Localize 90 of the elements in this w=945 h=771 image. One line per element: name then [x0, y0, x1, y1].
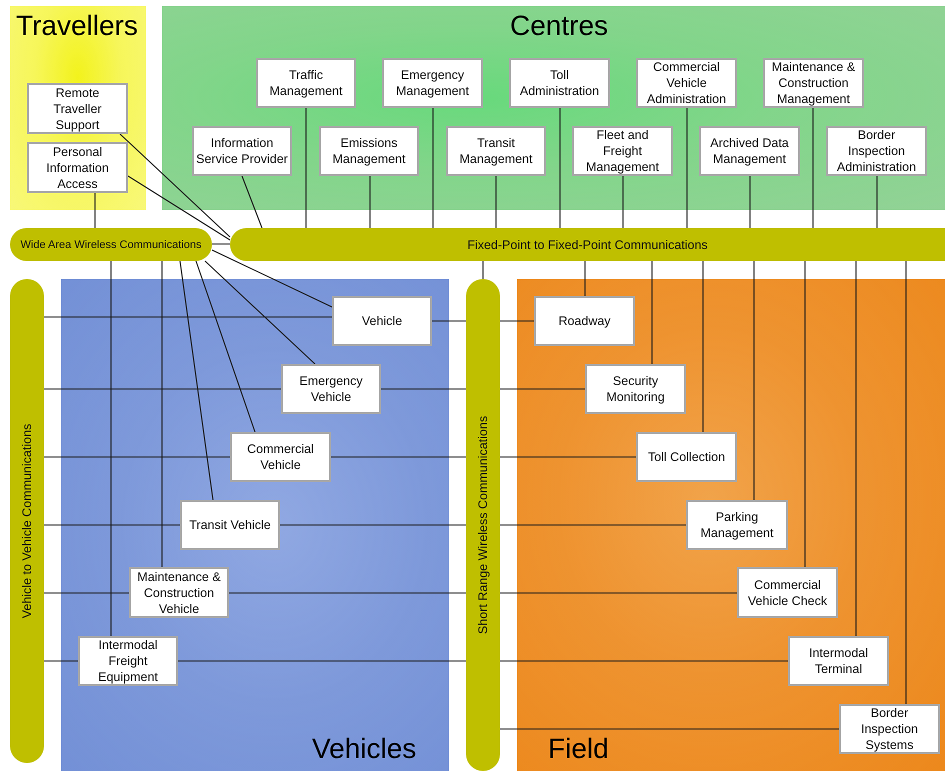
bar-label: Wide Area Wireless Communications [20, 238, 202, 250]
component-box: Fleet and Freight Management [572, 126, 673, 176]
connector-line [331, 456, 466, 458]
communication-bar [466, 279, 500, 771]
component-box: Vehicle [332, 296, 432, 346]
component-box: Maintenance & Construction Management [763, 58, 864, 108]
connector-line [161, 261, 163, 567]
region-title: Field [548, 735, 609, 763]
connector-line [44, 524, 180, 526]
connector-line [432, 320, 466, 322]
component-box: Intermodal Terminal [788, 636, 889, 686]
component-box: Maintenance & Construction Vehicle [129, 567, 229, 618]
component-box: Archived Data Management [699, 126, 800, 176]
component-box: Toll Administration [509, 58, 610, 108]
component-box: Transit Vehicle [180, 500, 280, 550]
connector-line [753, 261, 755, 500]
connector-line [128, 176, 230, 240]
connector-line [212, 243, 230, 245]
region-panel [162, 6, 945, 210]
communication-bar [10, 279, 44, 763]
connector-line [500, 660, 788, 662]
component-box: Emergency Vehicle [281, 364, 381, 414]
component-box: Parking Management [686, 500, 788, 550]
connector-line [305, 108, 307, 228]
component-box: Traffic Management [256, 58, 356, 108]
component-box: Commercial Vehicle [230, 432, 331, 482]
component-box: Remote Traveller Support [27, 83, 128, 134]
component-box: Toll Collection [636, 432, 737, 482]
bar-label: Vehicle to Vehicle Communications [20, 424, 34, 618]
connector-line [44, 660, 78, 662]
connector-line [651, 261, 653, 364]
connector-line [686, 108, 688, 228]
component-box: Transit Management [446, 126, 546, 176]
connector-line [500, 456, 636, 458]
connector-line [500, 320, 534, 322]
connector-line [280, 524, 466, 526]
connector-line [495, 176, 497, 228]
connector-line [749, 176, 751, 228]
connector-line [482, 261, 484, 279]
connector-line [110, 261, 112, 636]
connector-line [369, 176, 371, 228]
region-title: Vehicles [312, 735, 416, 763]
connector-line [702, 261, 704, 432]
component-box: Roadway [534, 296, 635, 346]
connector-line [44, 388, 281, 390]
connector-line [229, 592, 466, 594]
connector-line [204, 260, 316, 364]
connector-line [559, 108, 561, 228]
component-box: Border Inspection Systems [839, 704, 940, 754]
region-panel [517, 279, 945, 771]
region-title: Centres [510, 12, 608, 40]
connector-line [500, 524, 686, 526]
connector-line [179, 260, 214, 500]
connector-line [120, 134, 230, 238]
connector-line [432, 108, 434, 228]
connector-line [812, 108, 814, 228]
connector-line [44, 316, 332, 318]
communication-bar [10, 228, 212, 261]
connector-line [905, 261, 907, 704]
connector-line [212, 250, 332, 308]
connector-line [855, 261, 857, 636]
connector-line [584, 261, 586, 296]
communication-bar [230, 228, 945, 261]
component-box: Emissions Management [319, 126, 419, 176]
connector-line [195, 260, 256, 432]
component-box: Border Inspection Administration [826, 126, 927, 176]
bar-label: Fixed-Point to Fixed-Point Communications [467, 238, 708, 252]
connector-line [381, 388, 466, 390]
component-box: Information Service Provider [192, 126, 292, 176]
component-box: Commercial Vehicle Check [737, 567, 838, 618]
connector-line [94, 193, 96, 228]
connector-line [500, 728, 839, 730]
region-panel [10, 6, 146, 210]
component-box: Commercial Vehicle Administration [636, 58, 737, 108]
connector-line [876, 176, 878, 228]
region-panel [61, 279, 449, 771]
connector-line [178, 660, 466, 662]
connector-line [241, 176, 263, 228]
component-box: Emergency Management [382, 58, 483, 108]
connector-line [500, 388, 585, 390]
component-box: Security Monitoring [585, 364, 686, 414]
connector-line [804, 261, 806, 567]
connector-line [44, 592, 129, 594]
component-box: Personal Information Access [27, 142, 128, 193]
connector-line [44, 456, 230, 458]
connector-line [500, 592, 737, 594]
connector-line [622, 176, 624, 228]
component-box: Intermodal Freight Equipment [78, 636, 178, 686]
region-title: Travellers [16, 12, 138, 40]
bar-label: Short Range Wireless Communications [476, 416, 490, 634]
